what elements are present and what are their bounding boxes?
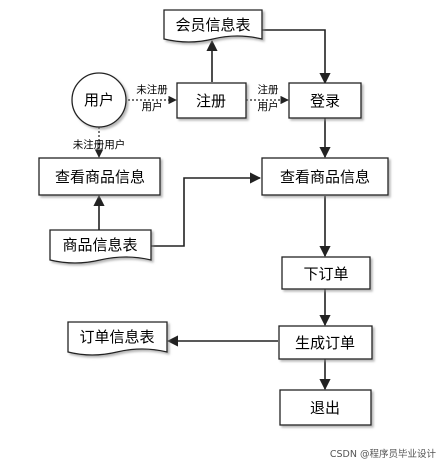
user-node: 用户 bbox=[71, 72, 127, 128]
register-label: 注册 bbox=[196, 92, 226, 110]
order-table-node: 订单信息表 bbox=[67, 321, 168, 356]
login-label: 登录 bbox=[310, 92, 340, 110]
register-node: 注册 bbox=[176, 82, 247, 119]
member-table-label: 会员信息表 bbox=[175, 16, 250, 34]
goods-table-node: 商品信息表 bbox=[49, 229, 152, 264]
exit-node: 退出 bbox=[279, 389, 372, 426]
edge-label-unregistered-2: 用户 bbox=[142, 100, 163, 113]
login-node: 登录 bbox=[288, 82, 362, 119]
edge-label-registered-2: 用户 bbox=[258, 100, 279, 113]
generate-order-node: 生成订单 bbox=[278, 325, 373, 360]
edge-label-unregistered-1: 未注册 bbox=[136, 83, 168, 96]
view-goods-left-node: 查看商品信息 bbox=[38, 157, 161, 196]
view-goods-right-node: 查看商品信息 bbox=[261, 157, 389, 196]
arrow-goods-table-to-view-goods-right bbox=[151, 172, 262, 247]
generate-order-label: 生成订单 bbox=[295, 334, 355, 352]
arrow-member-table-to-login bbox=[262, 29, 331, 85]
exit-label: 退出 bbox=[310, 399, 340, 417]
order-table-label: 订单信息表 bbox=[79, 328, 154, 346]
view-goods-right-label: 查看商品信息 bbox=[280, 168, 370, 186]
member-table-node: 会员信息表 bbox=[163, 9, 263, 43]
user-label: 用户 bbox=[84, 91, 114, 109]
edge-label-unregistered-user: 未注册用户 bbox=[73, 138, 126, 151]
view-goods-left-label: 查看商品信息 bbox=[55, 168, 145, 186]
place-order-label: 下订单 bbox=[303, 265, 348, 283]
goods-table-label: 商品信息表 bbox=[62, 236, 137, 254]
edge-label-registered-1: 注册 bbox=[258, 83, 279, 96]
watermark: CSDN @程序员毕业设计 bbox=[330, 448, 437, 460]
place-order-node: 下订单 bbox=[281, 256, 371, 290]
